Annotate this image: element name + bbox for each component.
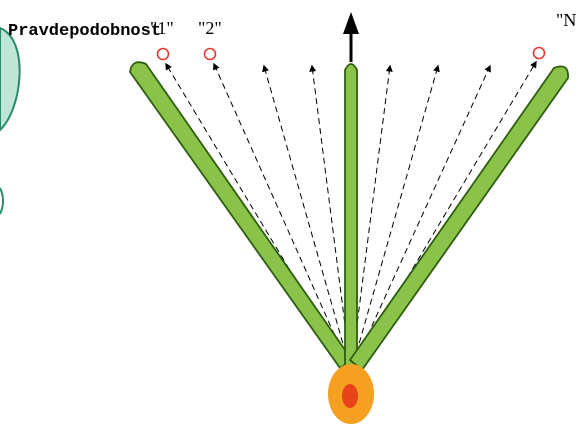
dashed-ray-2 — [213, 62, 352, 373]
path-n-label: "N — [556, 10, 576, 30]
path-1-label: "1" — [150, 18, 174, 38]
right-lobe — [349, 65, 569, 371]
dashed-ray-7 — [350, 64, 491, 373]
path-1-marker — [156, 47, 170, 61]
path-n-marker — [532, 46, 546, 60]
side-lobe-shape — [0, 26, 21, 132]
dashed-ray-3 — [262, 64, 352, 373]
path-2-label: "2" — [198, 18, 222, 38]
side-lobe-edge — [0, 187, 4, 215]
beam-lobes — [129, 61, 569, 371]
probability-label: Pravdepodobnost — [8, 22, 161, 41]
center-lobe — [344, 63, 358, 371]
main-arrow-head — [343, 12, 359, 34]
path-2-marker — [203, 47, 217, 61]
left-lobe — [129, 61, 353, 369]
dashed-ray-6 — [350, 64, 440, 373]
source-inner — [342, 384, 358, 408]
